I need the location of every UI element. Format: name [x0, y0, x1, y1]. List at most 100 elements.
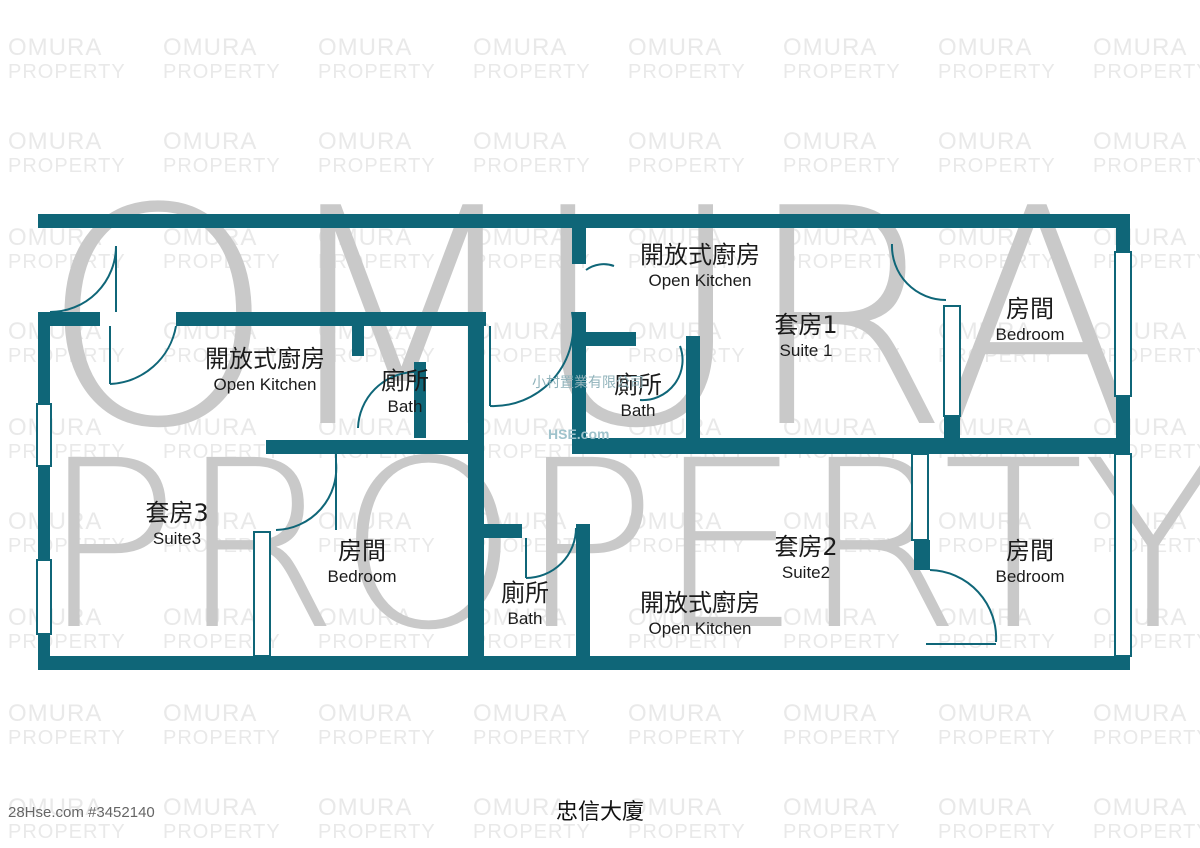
kitchen1-door-arc [585, 263, 615, 271]
watermark-tile-line2: PROPERTY [318, 345, 436, 367]
watermark-tile-line1: OMURA [163, 128, 258, 155]
watermark-tile-line2: PROPERTY [163, 535, 281, 557]
watermark-tile-line2: PROPERTY [318, 727, 436, 749]
watermark-tile-line2: PROPERTY [938, 251, 1056, 273]
watermark-tile-line1: OMURA [938, 604, 1033, 631]
watermark-tile-line1: OMURA [1093, 508, 1188, 535]
watermark-tile-line2: PROPERTY [1093, 821, 1200, 843]
watermark-tile-line1: OMURA [318, 224, 413, 251]
watermark-tile-line1: OMURA [938, 794, 1033, 821]
watermark-tile-line2: PROPERTY [783, 155, 901, 177]
window-right-lower [1114, 453, 1132, 657]
watermark-tile-line1: OMURA [163, 508, 258, 535]
watermark-tile-line1: OMURA [628, 224, 723, 251]
watermark-tile-line1: OMURA [783, 128, 878, 155]
watermark-tile-line1: OMURA [473, 318, 568, 345]
watermark-tile-line1: OMURA [473, 794, 568, 821]
window-bed1 [943, 305, 961, 417]
wall-bath2-top [484, 524, 522, 538]
watermark-tile-line2: PROPERTY [783, 727, 901, 749]
watermark-tile-line2: PROPERTY [318, 251, 436, 273]
watermark-tile-line1: OMURA [8, 34, 103, 61]
watermark-tile-line2: PROPERTY [473, 251, 591, 273]
watermark-tile-line1: OMURA [8, 128, 103, 155]
wall-bath2-right [576, 524, 590, 670]
watermark-tile-line1: OMURA [163, 700, 258, 727]
watermark-tile-line1: OMURA [1093, 224, 1188, 251]
watermark-tile-line1: OMURA [473, 128, 568, 155]
outer-wall-top [38, 214, 1130, 228]
watermark-tile-line1: OMURA [163, 604, 258, 631]
watermark-tile-line2: PROPERTY [1093, 61, 1200, 83]
watermark-tile-line2: PROPERTY [938, 345, 1056, 367]
watermark-tile-line1: OMURA [1093, 34, 1188, 61]
wall-s1-bottom [572, 438, 1130, 454]
watermark-tile-line1: OMURA [628, 128, 723, 155]
watermark-tile-line1: OMURA [1093, 604, 1188, 631]
watermark-tile-line1: OMURA [783, 318, 878, 345]
wall-left-top [38, 312, 100, 326]
watermark-tile-line2: PROPERTY [783, 345, 901, 367]
watermark-tile-line1: OMURA [783, 604, 878, 631]
watermark-tile-line2: PROPERTY [628, 821, 746, 843]
watermark-tile-line2: PROPERTY [938, 155, 1056, 177]
wall-s1-left [572, 312, 586, 454]
watermark-tile-line1: OMURA [938, 508, 1033, 535]
watermark-tile-line2: PROPERTY [163, 155, 281, 177]
watermark-tile-line1: OMURA [783, 700, 878, 727]
watermark-tile-line2: PROPERTY [8, 61, 126, 83]
watermark-tile-line1: OMURA [938, 128, 1033, 155]
watermark-tile-line1: OMURA [163, 414, 258, 441]
watermark-tile-line1: OMURA [783, 794, 878, 821]
site-watermark-logo: HSE.com [548, 426, 610, 442]
bath3-door-arc [357, 371, 415, 429]
wall-bedroom3-top [266, 440, 482, 454]
entry-door-arc [49, 245, 117, 313]
watermark-tile-line2: PROPERTY [8, 821, 126, 843]
watermark-tile-line2: PROPERTY [318, 535, 436, 557]
watermark-tile-line1: OMURA [938, 34, 1033, 61]
watermark-tile-line2: PROPERTY [938, 821, 1056, 843]
watermark-tile-line1: OMURA [318, 700, 413, 727]
watermark-tile-line2: PROPERTY [783, 821, 901, 843]
window-right-upper [1114, 251, 1132, 397]
watermark-tile-line1: OMURA [473, 604, 568, 631]
watermark-tile-line2: PROPERTY [1093, 727, 1200, 749]
watermark-tile-line1: OMURA [473, 700, 568, 727]
watermark-tile-line2: PROPERTY [628, 727, 746, 749]
watermark-tile-line1: OMURA [628, 794, 723, 821]
watermark-tile-line2: PROPERTY [473, 631, 591, 653]
wall-bed2-left-stub [914, 540, 930, 570]
watermark-tile-line2: PROPERTY [8, 631, 126, 653]
watermark-tile-line1: OMURA [783, 414, 878, 441]
wall-kitchen-top [176, 312, 486, 326]
watermark-tile-line2: PROPERTY [8, 155, 126, 177]
watermark-tile-line1: OMURA [8, 224, 103, 251]
